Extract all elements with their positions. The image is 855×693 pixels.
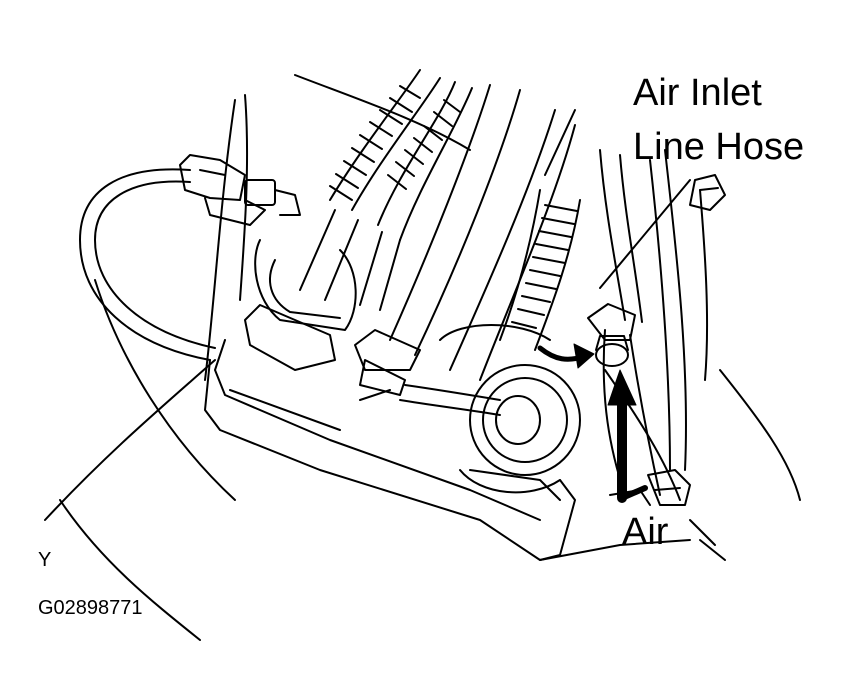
arrow-up-icon (607, 369, 648, 503)
hose-end-fitting (587, 303, 636, 367)
callout-label-line1: Air Inlet (633, 72, 762, 114)
callout-label-line2: Line Hose (633, 126, 805, 168)
callout-leader-line (599, 179, 691, 289)
electrical-connector (179, 154, 301, 226)
air-inlet-line-hose (599, 149, 709, 496)
figure-code: G02898771 (38, 597, 143, 619)
bolt (689, 174, 726, 211)
view-letter: Y (38, 549, 52, 571)
background-contours (44, 74, 801, 641)
corrugated-hose-right (499, 109, 581, 351)
round-valve (399, 324, 581, 494)
flow-label: Air (622, 511, 669, 553)
base-housing (204, 339, 691, 561)
hose-clamps (244, 239, 421, 396)
vertical-tubes (299, 84, 576, 381)
curved-arrow-icon (537, 343, 595, 369)
corrugated-hose-upper (329, 69, 473, 241)
left-looped-hose (79, 168, 216, 361)
